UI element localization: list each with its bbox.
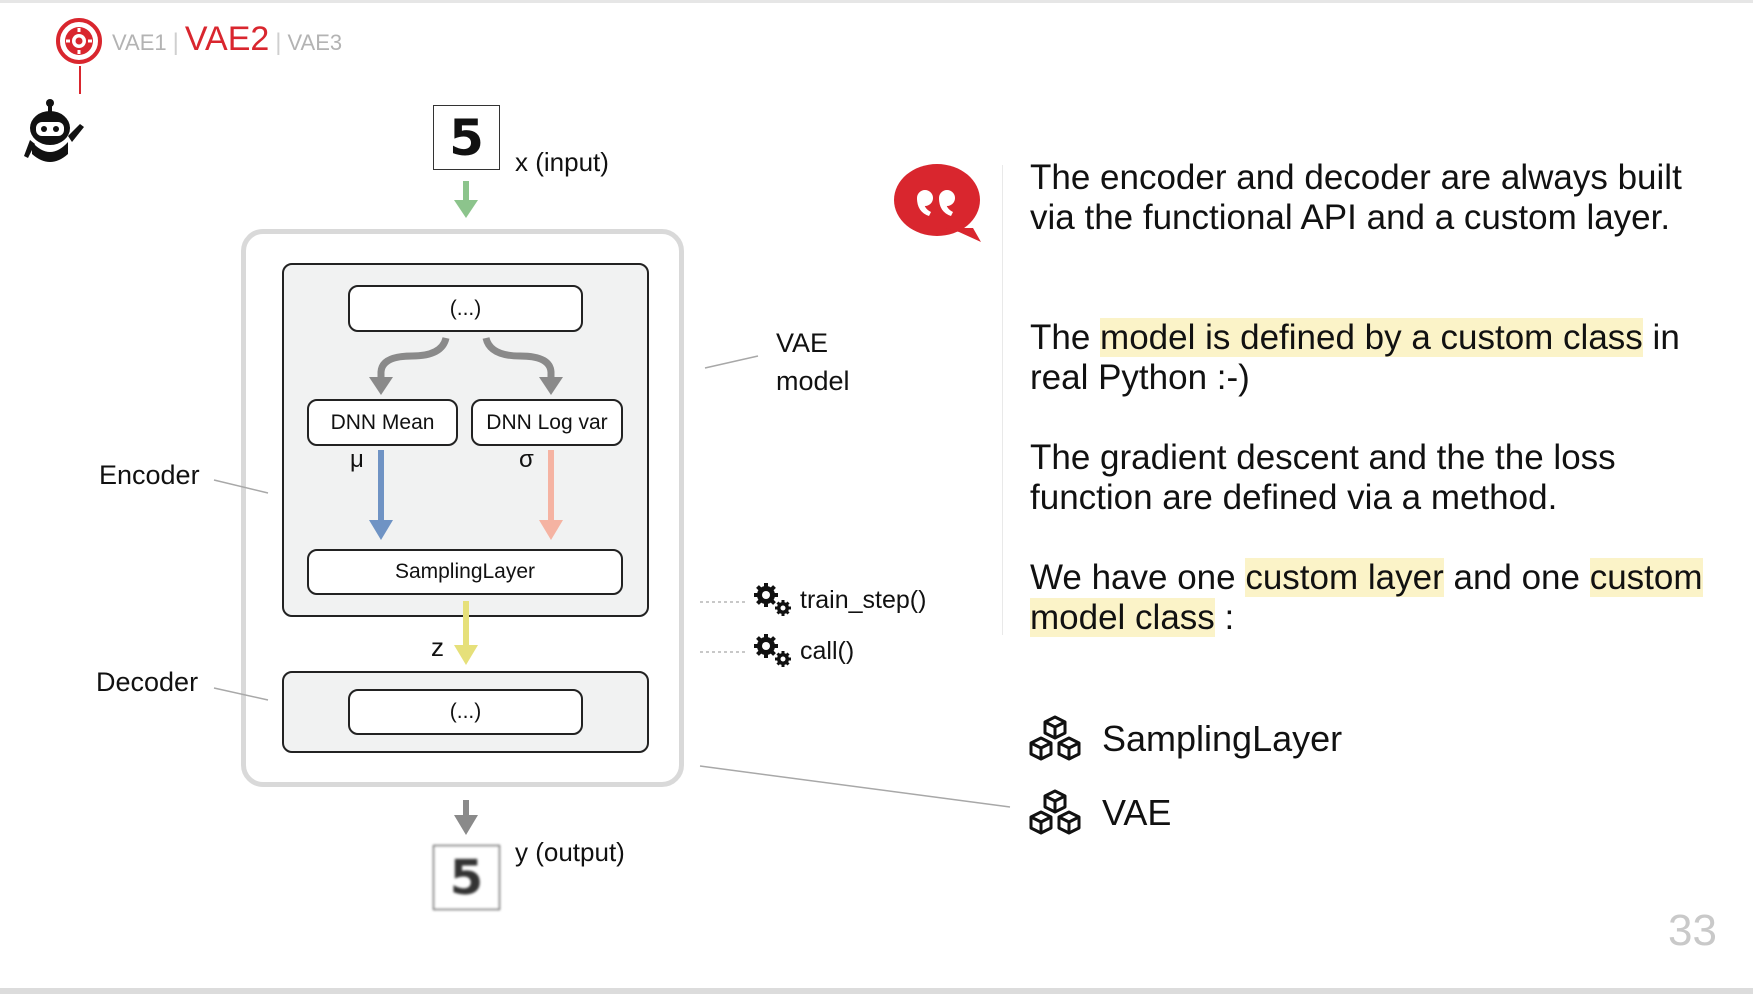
class-name-samplinglayer: SamplingLayer xyxy=(1102,718,1343,759)
logo-connector xyxy=(79,66,81,94)
input-label: x (input) xyxy=(515,147,609,177)
gears-icon xyxy=(754,634,791,667)
paragraph-2-text: The xyxy=(1030,318,1101,357)
class-item-vae: VAE xyxy=(1026,788,1171,838)
input-digit-image: 5 xyxy=(433,105,500,170)
gear-logo-icon xyxy=(54,16,104,66)
paragraph-4: We have one custom layer and one custom … xyxy=(1030,558,1710,638)
breadcrumb-item-vae1[interactable]: VAE1 xyxy=(112,30,167,55)
paragraph-2: The model is defined by a custom class i… xyxy=(1030,318,1710,398)
bottom-rule xyxy=(0,988,1753,994)
paragraph-3: The gradient descent and the the loss fu… xyxy=(1030,438,1616,517)
breadcrumb-item-vae3[interactable]: VAE3 xyxy=(287,30,343,55)
mu-label: μ xyxy=(350,446,364,473)
encoder-label: Encoder xyxy=(99,460,200,490)
sigma-label: σ xyxy=(519,446,534,473)
vae-model-label-line2: model xyxy=(776,366,850,396)
output-label: y (output) xyxy=(515,837,625,867)
dnn-mean-box: DNN Mean xyxy=(307,399,458,446)
output-arrow xyxy=(454,800,478,835)
vae-model-label-line1: VAE xyxy=(776,328,829,358)
decoder-layers-box: (...) xyxy=(348,689,583,735)
z-arrow xyxy=(454,601,478,665)
paragraph-1: The encoder and decoder are always built… xyxy=(1030,158,1682,237)
cubes-icon xyxy=(1029,715,1081,761)
output-digit-image: 5 xyxy=(433,845,500,910)
sigma-arrow xyxy=(539,450,563,540)
top-rule xyxy=(0,0,1753,3)
z-label: z xyxy=(431,632,444,662)
paragraph-4-text-mid: and one xyxy=(1443,558,1590,597)
breadcrumb-item-vae2[interactable]: VAE2 xyxy=(184,20,270,58)
train-step-label: train_step() xyxy=(800,585,927,614)
call-label: call() xyxy=(800,636,855,665)
vae-model-label: VAE model xyxy=(776,324,850,400)
quote-bubble-icon xyxy=(893,162,985,244)
dnn-logvar-box: DNN Log var xyxy=(471,399,623,446)
highlight-model-class: model is defined by a custom class xyxy=(1100,318,1643,357)
breadcrumb-separator: | xyxy=(172,29,179,56)
encoder-layers-box: (...) xyxy=(348,285,583,332)
method-train-step: train_step() xyxy=(752,582,926,618)
paragraph-4-text: We have one xyxy=(1030,558,1246,597)
split-arrow-right xyxy=(482,336,563,395)
paragraph-2-text-end: in real Python :-) xyxy=(1030,318,1680,397)
class-item-samplinglayer: SamplingLayer xyxy=(1026,714,1342,764)
mu-arrow xyxy=(369,450,393,540)
sampling-layer-box: SamplingLayer xyxy=(307,549,623,595)
paragraph-4-text-end: : xyxy=(1214,598,1235,637)
cubes-icon xyxy=(1029,789,1081,835)
decoder-label: Decoder xyxy=(96,667,199,697)
input-arrow xyxy=(454,181,478,218)
page-number: 33 xyxy=(1668,906,1717,955)
class-name-vae: VAE xyxy=(1102,792,1172,833)
split-arrow-left xyxy=(369,336,450,395)
breadcrumb-separator: | xyxy=(275,29,282,56)
breadcrumb: VAE1 | VAE2 | VAE3 xyxy=(112,20,342,59)
text-separator xyxy=(1002,165,1003,635)
method-call: call() xyxy=(752,633,854,669)
gears-icon xyxy=(754,583,791,616)
highlight-custom-layer: custom layer xyxy=(1245,558,1444,597)
robot-mascot-icon xyxy=(22,96,86,168)
